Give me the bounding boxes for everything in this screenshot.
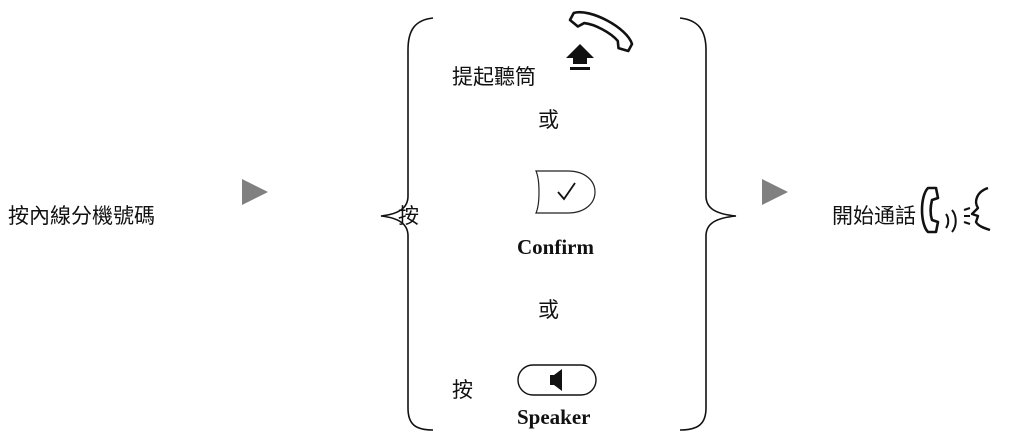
step1-text: 按內線分機號碼 <box>8 204 155 228</box>
phone-talk-icon <box>920 186 991 234</box>
or-text-1: 或 <box>538 108 559 132</box>
speaker-label: Speaker <box>517 405 591 429</box>
or-text-2: 或 <box>538 298 559 322</box>
confirm-label: Confirm <box>517 235 594 259</box>
speaker-key-icon <box>517 364 597 396</box>
left-brace <box>380 17 434 431</box>
lift-handset-text: 提起聽筒 <box>452 65 536 89</box>
handset-lift-icon <box>566 10 634 70</box>
press-text-2: 按 <box>452 378 473 402</box>
right-brace <box>679 17 737 431</box>
press-text-1: 按 <box>398 204 419 228</box>
play-arrow-icon <box>242 179 268 205</box>
step3-text: 開始通話 <box>832 204 916 228</box>
checkmark-key-icon <box>535 170 596 214</box>
play-arrow-icon <box>762 179 788 205</box>
